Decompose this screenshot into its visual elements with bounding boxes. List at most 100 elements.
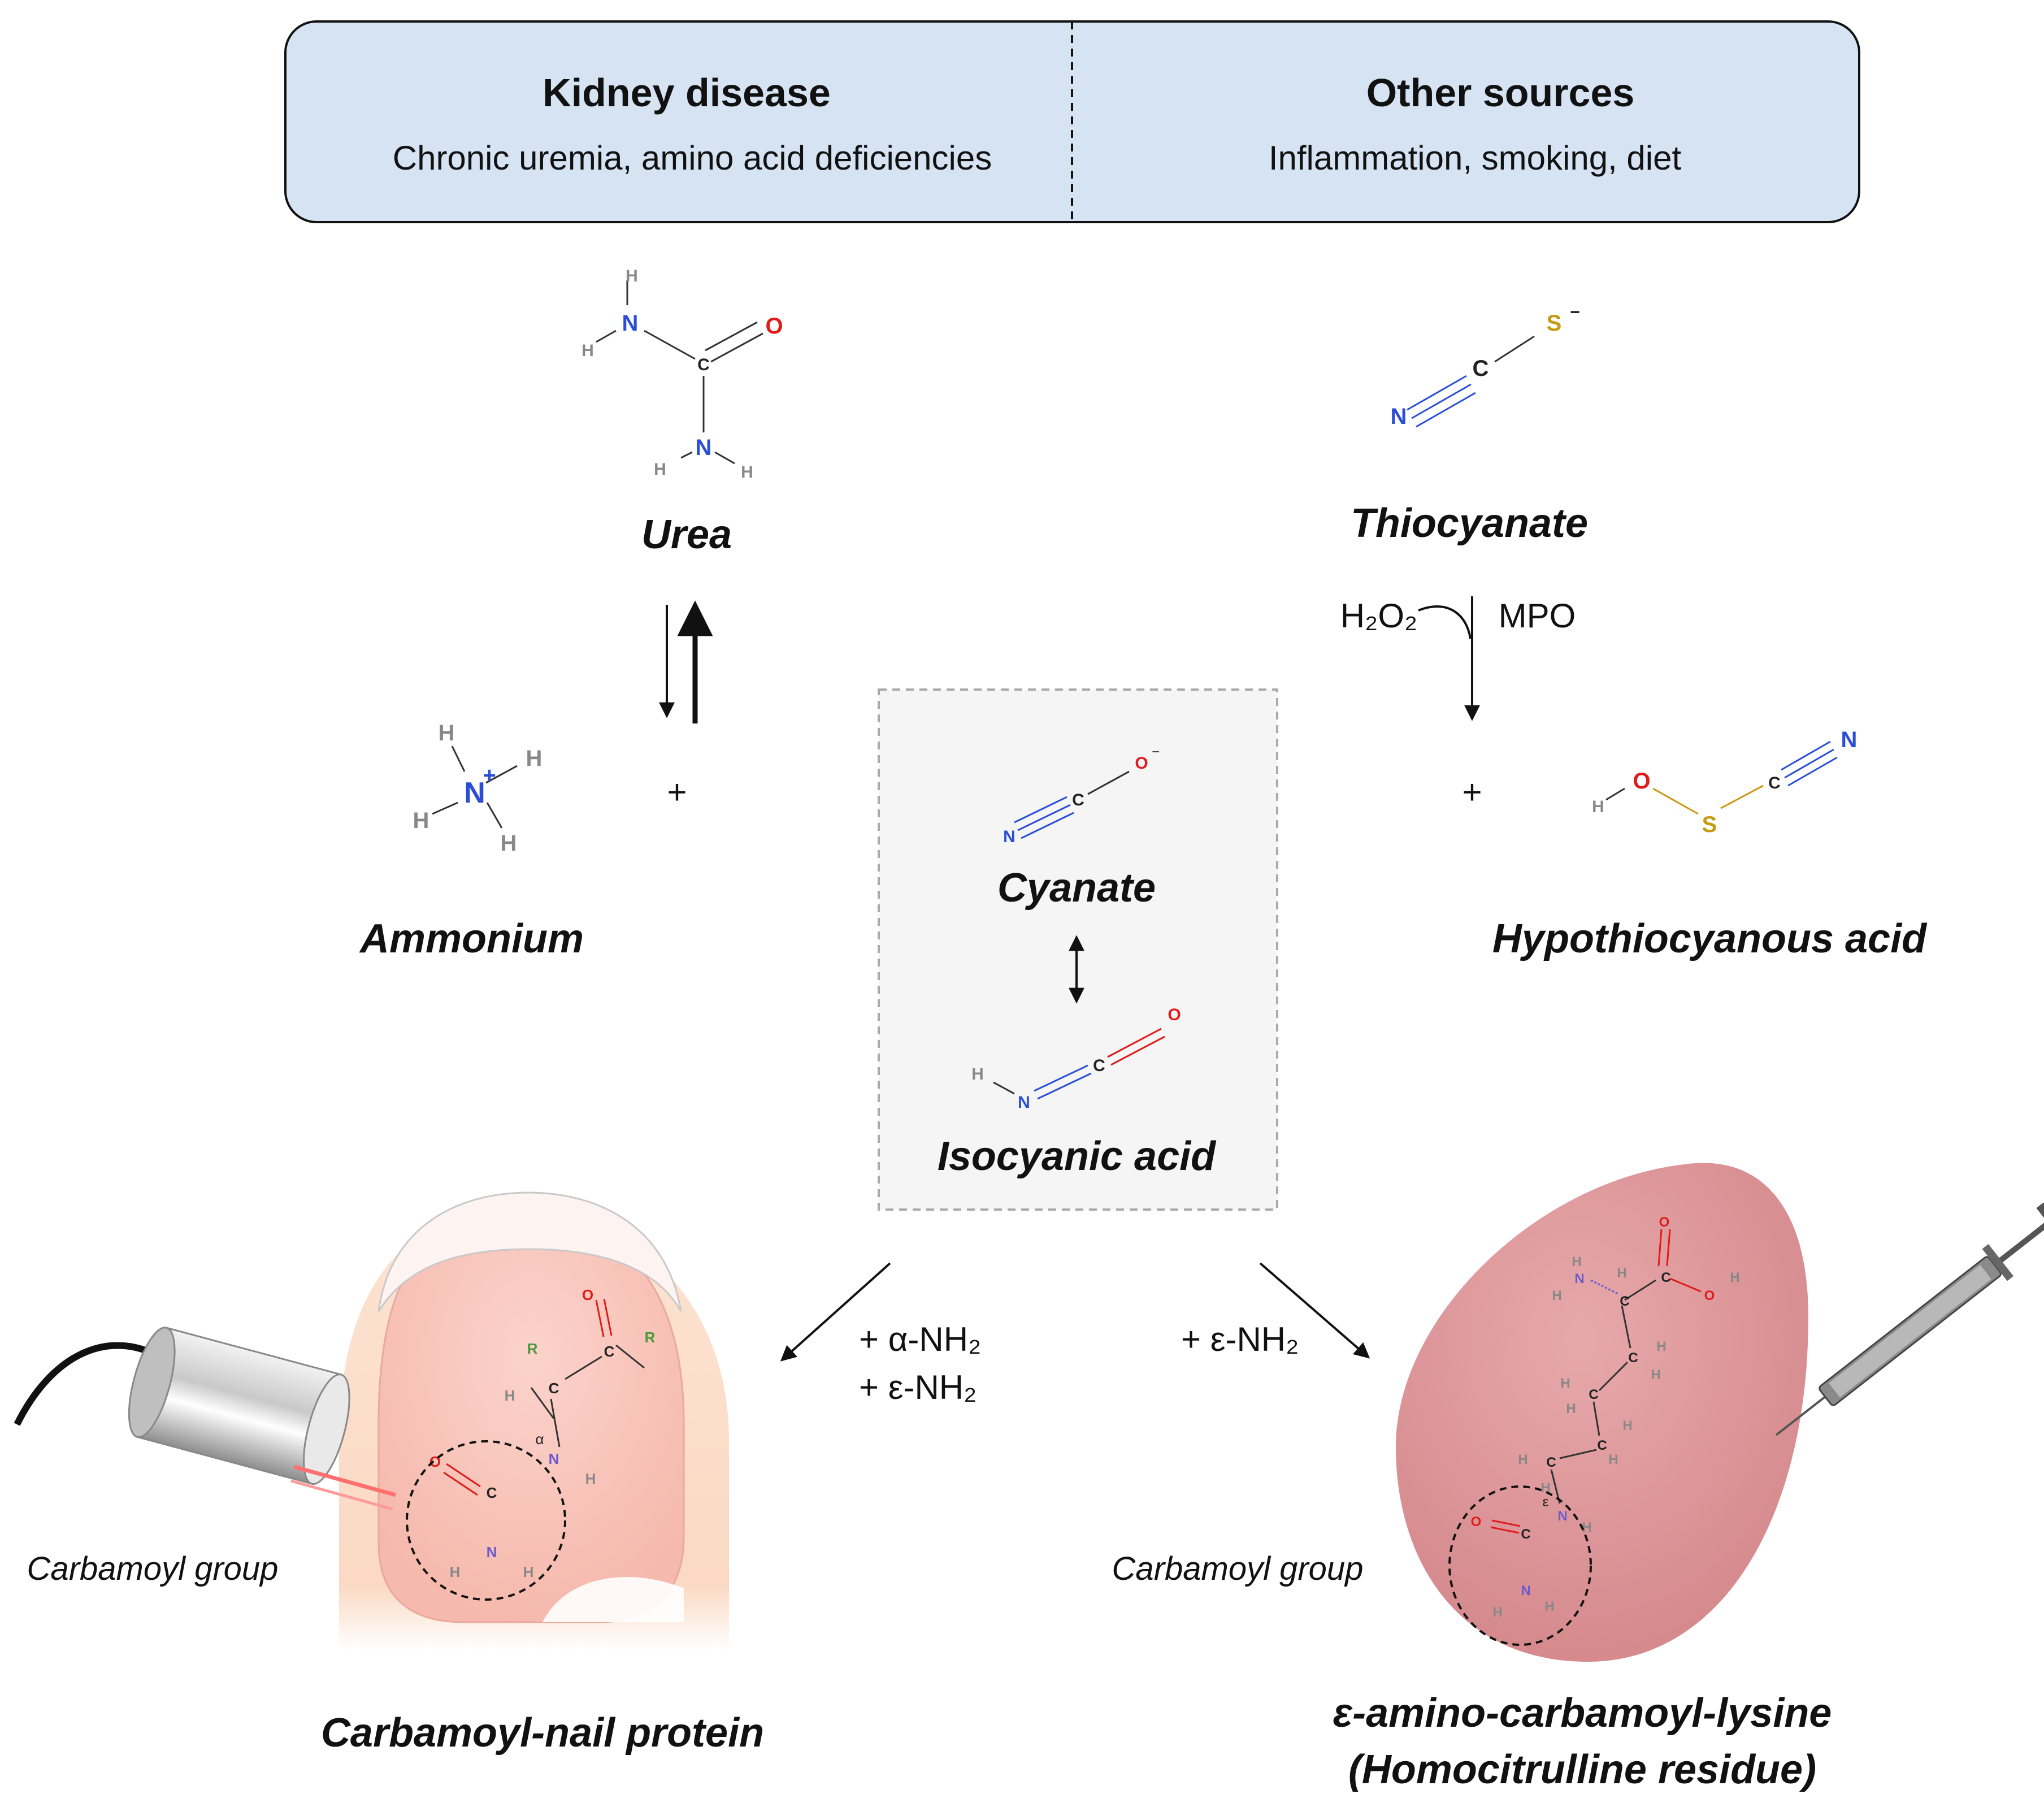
svg-text:H: H	[1544, 1599, 1554, 1614]
svg-text:C: C	[1628, 1350, 1638, 1366]
svg-text:+: +	[483, 763, 496, 788]
svg-text:N: N	[1557, 1509, 1567, 1524]
svg-text:S: S	[1702, 812, 1717, 837]
ammonium-label: Ammonium	[359, 916, 584, 961]
svg-text:H: H	[505, 1387, 515, 1404]
svg-text:H: H	[971, 1065, 984, 1084]
svg-text:C: C	[1521, 1527, 1530, 1542]
mpo-label: MPO	[1499, 597, 1576, 635]
svg-text:−: −	[1152, 744, 1160, 760]
svg-text:N: N	[622, 311, 639, 336]
nail-lunula	[543, 1577, 684, 1622]
svg-text:H: H	[585, 1470, 596, 1487]
ammonium-structure: H N + H H H	[413, 721, 543, 856]
cyanate-structure: N C O −	[1003, 744, 1160, 846]
svg-text:N: N	[1391, 404, 1407, 429]
svg-text:N: N	[1521, 1583, 1530, 1598]
svg-text:O: O	[1633, 769, 1650, 794]
svg-text:O: O	[582, 1286, 593, 1303]
header-left-subtitle: Chronic uremia, amino acid deficiencies	[393, 139, 992, 177]
svg-text:C: C	[1768, 774, 1781, 792]
h2o2-label: H₂O₂	[1340, 597, 1418, 635]
svg-text:H: H	[413, 808, 429, 833]
svg-text:N: N	[549, 1450, 559, 1467]
plus-sign-hypothiocyanous: +	[1462, 773, 1482, 811]
hypothiocyanous-acid-structure: H O S C N	[1592, 727, 1857, 837]
svg-text:C: C	[697, 356, 710, 374]
svg-text:H: H	[741, 463, 753, 482]
header-right-subtitle: Inflammation, smoking, diet	[1269, 139, 1682, 177]
carbamoylation-arrow-right	[1259, 1262, 1370, 1359]
finger-nail-illustration	[339, 1191, 729, 1650]
svg-text:H: H	[1572, 1254, 1581, 1269]
svg-text:O: O	[1168, 1006, 1181, 1024]
urea-label: Urea	[641, 512, 732, 557]
h2o2-input-curve	[1418, 605, 1472, 639]
svg-text:H: H	[1582, 1520, 1591, 1535]
header-left-title: Kidney disease	[543, 71, 831, 115]
thiocyanate-structure: N C S −	[1391, 303, 1580, 429]
epsilon-nh2-right-label: + ε-NH₂	[1181, 1320, 1299, 1358]
svg-text:H: H	[581, 341, 594, 360]
svg-text:ε: ε	[1543, 1494, 1549, 1510]
svg-text:N: N	[1018, 1093, 1030, 1112]
svg-text:H: H	[1730, 1270, 1739, 1285]
svg-text:H: H	[1518, 1452, 1527, 1467]
homocitrulline-label-line2: (Homocitrulline residue)	[1348, 1747, 1816, 1792]
alpha-nh2-label: + α-NH₂	[859, 1320, 981, 1358]
svg-text:H: H	[1592, 798, 1604, 816]
svg-text:R: R	[645, 1329, 656, 1346]
svg-text:H: H	[1617, 1266, 1626, 1281]
svg-text:H: H	[626, 267, 638, 285]
homocitrulline-label-line1: ε-amino-carbamoyl-lysine	[1333, 1691, 1832, 1736]
homocitrulline-structure: H N H C H C O O H C H H C H H C H H C H …	[1448, 1215, 1740, 1646]
svg-text:C: C	[487, 1484, 497, 1501]
svg-text:H: H	[1622, 1418, 1632, 1433]
nail-free-edge	[377, 1191, 682, 1312]
svg-text:H: H	[450, 1563, 461, 1580]
svg-text:−: −	[1570, 303, 1580, 322]
svg-text:C: C	[1597, 1438, 1607, 1453]
svg-text:C: C	[1072, 791, 1084, 809]
svg-text:H: H	[1552, 1288, 1561, 1303]
svg-text:O: O	[765, 314, 783, 339]
svg-text:N: N	[1574, 1271, 1584, 1286]
carbamoylation-arrow-left	[780, 1262, 891, 1362]
svg-text:R: R	[527, 1340, 538, 1357]
svg-text:C: C	[1620, 1294, 1629, 1309]
carbamoyl-highlight-left	[406, 1440, 566, 1601]
svg-text:H: H	[523, 1563, 534, 1580]
epsilon-nh2-label: + ε-NH₂	[859, 1368, 977, 1406]
svg-text:N: N	[487, 1544, 497, 1561]
cyanate-label: Cyanate	[997, 865, 1156, 911]
svg-text:H: H	[501, 831, 517, 856]
carbamoyl-group-left-label: Carbamoyl group	[27, 1550, 279, 1587]
svg-text:C: C	[1589, 1387, 1598, 1402]
hypothiocyanous-acid-label: Hypothiocyanous acid	[1492, 916, 1928, 961]
isocyanic-acid-structure: H N C O	[971, 1006, 1181, 1112]
svg-text:H: H	[1656, 1339, 1666, 1354]
svg-text:C: C	[549, 1380, 559, 1397]
svg-text:C: C	[1473, 356, 1489, 381]
svg-text:N: N	[1003, 827, 1016, 846]
svg-text:H: H	[1608, 1452, 1618, 1467]
svg-text:H: H	[439, 721, 455, 746]
svg-text:S: S	[1547, 311, 1562, 336]
carbamoyl-highlight-right	[1448, 1485, 1592, 1646]
nail-plate	[377, 1214, 685, 1623]
svg-text:N: N	[464, 777, 485, 809]
svg-text:H: H	[1651, 1367, 1660, 1383]
cyanate-box	[878, 688, 1278, 1211]
svg-text:N: N	[1841, 727, 1858, 752]
carbamoyl-nail-structure: R R O C C H N H α C O N H H	[406, 1286, 656, 1601]
isocyanic-acid-label: Isocyanic acid	[938, 1134, 1217, 1179]
svg-text:α: α	[535, 1431, 544, 1448]
svg-text:H: H	[1492, 1605, 1502, 1620]
svg-text:O: O	[1135, 754, 1148, 773]
plus-sign-ammonium: +	[667, 773, 687, 811]
header-box: Kidney disease Chronic uremia, amino aci…	[284, 20, 1860, 223]
laser-beam-return	[290, 1479, 393, 1511]
blood-drop	[1396, 1163, 1808, 1662]
carbamoyl-group-right-label: Carbamoyl group	[1112, 1550, 1364, 1587]
